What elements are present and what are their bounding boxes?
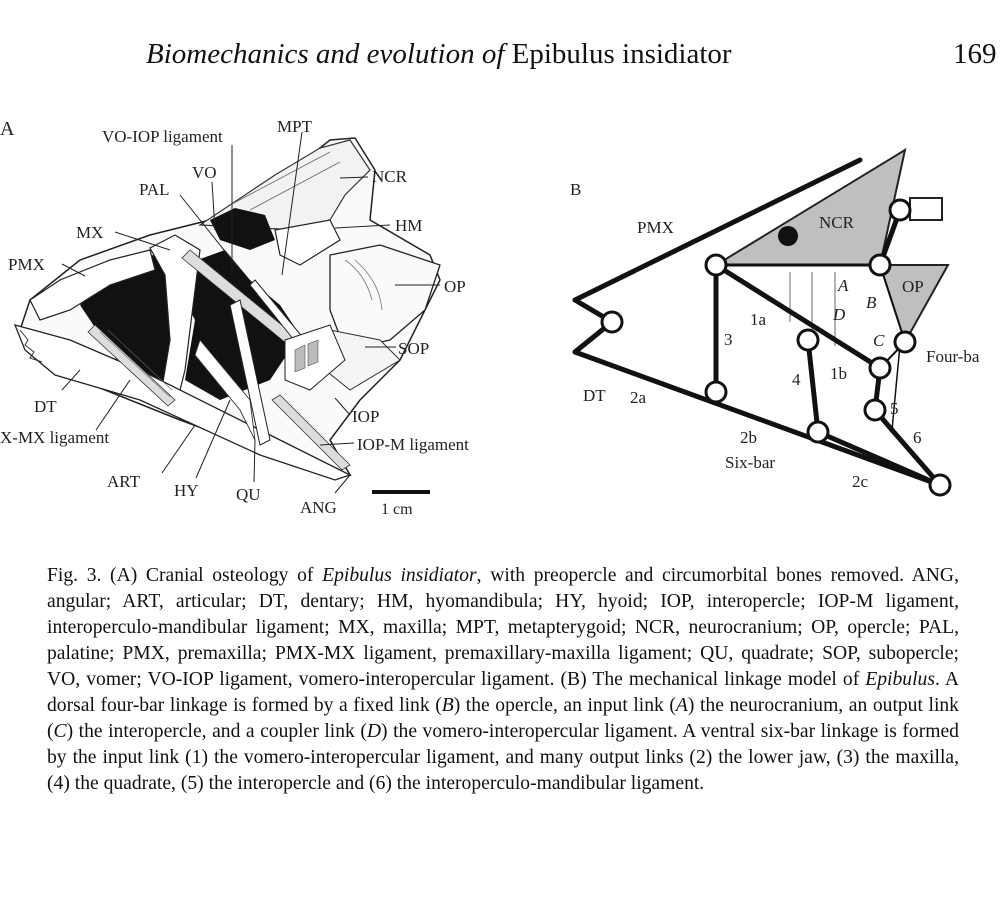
- panel-a-leaders: [61, 131, 440, 494]
- label-b-link-a: A: [837, 276, 849, 295]
- caption-genus: Epibulus: [865, 669, 935, 690]
- label-b-2b: 2b: [740, 428, 757, 447]
- label-iop-m-ligament: IOP-M ligament: [357, 435, 469, 454]
- label-b-six-bar: Six-bar: [725, 453, 775, 472]
- label-b-6: 6: [913, 428, 922, 447]
- label-b-4: 4: [792, 370, 801, 389]
- label-pal: PAL: [139, 180, 170, 199]
- label-b-four-bar: Four-ba: [926, 347, 980, 366]
- joint: [796, 328, 820, 352]
- label-b-3: 3: [724, 330, 733, 349]
- figure-caption: Fig. 3. (A) Cranial osteology of Epibulu…: [47, 563, 959, 797]
- label-dt: DT: [34, 397, 57, 416]
- label-b-pmx: PMX: [637, 218, 674, 237]
- caption-paragraph: Fig. 3. (A) Cranial osteology of Epibulu…: [47, 563, 959, 797]
- label-b-link-b: B: [866, 293, 877, 312]
- joint: [704, 380, 728, 404]
- joint: [893, 330, 917, 354]
- label-b-op: OP: [902, 277, 924, 296]
- caption-s4: ) the opercle, an input link (: [453, 695, 676, 716]
- running-title-italic: Biomechanics and evolution of: [146, 38, 505, 70]
- caption-link-d: D: [366, 721, 382, 742]
- label-ang: ANG: [300, 498, 337, 517]
- label-qu: QU: [236, 485, 261, 504]
- label-b-link-d: D: [832, 305, 846, 324]
- joint: [704, 253, 728, 277]
- label-b-ncr: NCR: [819, 213, 855, 232]
- joint: [868, 356, 892, 380]
- caption-s1: Fig. 3. (A) Cranial osteology of: [47, 565, 323, 586]
- label-b-dt: DT: [583, 386, 606, 405]
- label-iop: IOP: [352, 407, 379, 426]
- running-title-species: Epibulus insidiator: [504, 38, 732, 70]
- caption-s3: . A dorsal four-bar linkage is formed by…: [47, 669, 959, 716]
- joint: [600, 310, 624, 334]
- page-number: 169: [953, 38, 997, 70]
- label-b-2a: 2a: [630, 388, 647, 407]
- caption-s5: ) the neurocranium, an output link (: [47, 695, 959, 742]
- label-hm: HM: [395, 216, 422, 235]
- joint: [868, 253, 892, 277]
- label-b-5: 5: [890, 399, 899, 418]
- caption-s7: ) the vomero-interopercular ligament. A …: [47, 721, 959, 794]
- figure-3: A VO-IOP ligament MPT VO PAL NCR MX HM P…: [0, 117, 980, 518]
- eye-dot: [778, 226, 798, 246]
- ncr-tab: [909, 197, 943, 221]
- label-ncr: NCR: [372, 167, 408, 186]
- label-vo-iop-ligament: VO-IOP ligament: [102, 127, 223, 146]
- label-mpt: MPT: [277, 117, 313, 136]
- caption-link-c: C: [53, 721, 67, 742]
- panel-b-linkage: [572, 147, 952, 497]
- label-scale: 1 cm: [381, 501, 413, 518]
- panel-a-drawing: [13, 137, 441, 481]
- panel-b-letter: B: [570, 180, 581, 199]
- label-b-1b: 1b: [830, 364, 847, 383]
- label-b-1a: 1a: [750, 310, 767, 329]
- joint: [888, 198, 912, 222]
- label-pmx: PMX: [8, 255, 45, 274]
- caption-s6: ) the interopercle, and a coupler link (: [66, 721, 367, 742]
- running-title: Biomechanics and evolution of Epibulus i…: [146, 38, 732, 71]
- label-b-link-c: C: [873, 331, 885, 350]
- label-b-2c: 2c: [852, 472, 869, 491]
- caption-link-b: B: [441, 695, 454, 716]
- panel-a-letter: A: [0, 118, 15, 140]
- label-mx: MX: [76, 223, 103, 242]
- scale-bar: [372, 490, 430, 494]
- label-sop: SOP: [398, 339, 429, 358]
- caption-species: Epibulus insidiator: [322, 565, 477, 586]
- caption-link-a: A: [675, 695, 688, 716]
- label-op: OP: [444, 277, 466, 296]
- running-header: Biomechanics and evolution of Epibulus i…: [0, 38, 1000, 78]
- joint: [928, 473, 952, 497]
- joint: [863, 398, 887, 422]
- joint: [806, 420, 830, 444]
- label-hy: HY: [174, 481, 199, 500]
- label-art: ART: [107, 472, 141, 491]
- label-pmx-mx-ligament: X-MX ligament: [0, 428, 109, 447]
- caption-s2: , with preopercle and circumorbital bone…: [47, 565, 959, 690]
- label-vo: VO: [192, 163, 217, 182]
